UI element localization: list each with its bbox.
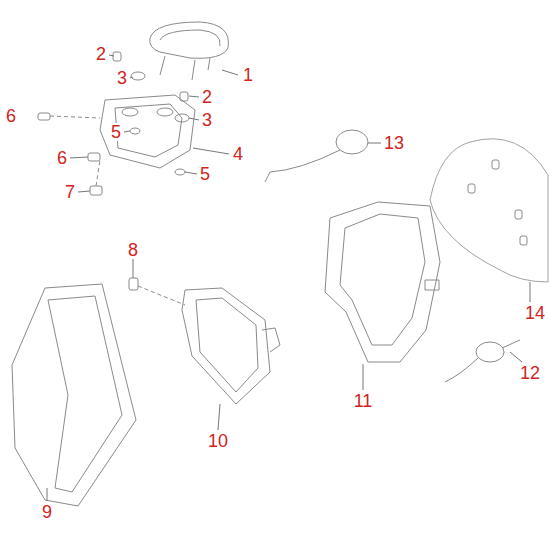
bracket-hole [157,108,173,116]
frame-detail [340,214,425,345]
bolt [88,153,100,161]
assembly-line [96,160,100,186]
grommet [131,72,145,80]
headlight-cowl [12,284,136,506]
bolt [38,113,50,120]
frame-clip [425,280,439,290]
cowl-detail [48,296,122,492]
callout-number: 1 [242,66,254,84]
connector [336,130,368,154]
callout-number: 7 [64,183,76,201]
callout-number: 11 [353,392,374,410]
shield-screws [468,160,527,245]
headlight-socket [262,328,280,352]
callout-number: 12 [519,364,541,382]
callout-number: 4 [232,145,244,163]
headlight [182,288,270,404]
bracket-detail [115,104,182,157]
callout-number: 9 [41,503,53,521]
callout-number: 2 [95,45,107,63]
callout-number: 14 [524,304,546,322]
bolt [90,186,102,195]
headlight-lens [196,298,258,392]
leader-lines [47,55,530,501]
callout-number: 13 [383,134,405,152]
display-detail [160,30,220,46]
wire [265,150,340,182]
bracket-hole [122,108,138,116]
callout-number: 6 [56,149,68,167]
assembly-line [50,116,100,118]
callout-number: 6 [5,107,17,125]
grommet [175,169,185,175]
headlight-frame [325,202,440,362]
wire [445,340,520,382]
callout-number: 5 [199,165,211,183]
callout-number: 10 [207,432,229,450]
callout-number: 8 [127,241,139,259]
callout-number: 5 [110,123,122,141]
connector [476,342,504,362]
callout-number: 3 [116,69,128,87]
callout-number: 2 [201,88,213,106]
shield [430,139,548,282]
mounting-bracket [100,95,195,168]
callout-number: 3 [201,111,213,129]
grommet [130,128,140,134]
bolt [129,278,138,290]
screw [113,52,121,61]
display-mounts [160,56,210,80]
assembly-line [138,286,185,305]
instrument-display [150,22,229,58]
